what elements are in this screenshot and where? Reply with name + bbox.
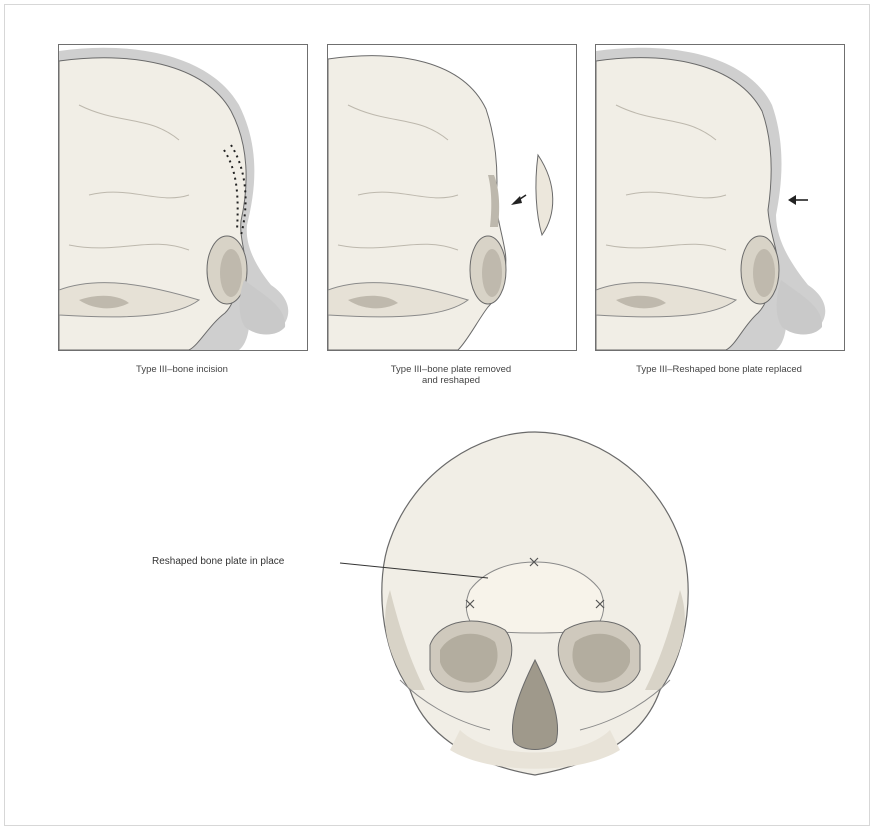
callout-leader-line xyxy=(0,0,876,832)
